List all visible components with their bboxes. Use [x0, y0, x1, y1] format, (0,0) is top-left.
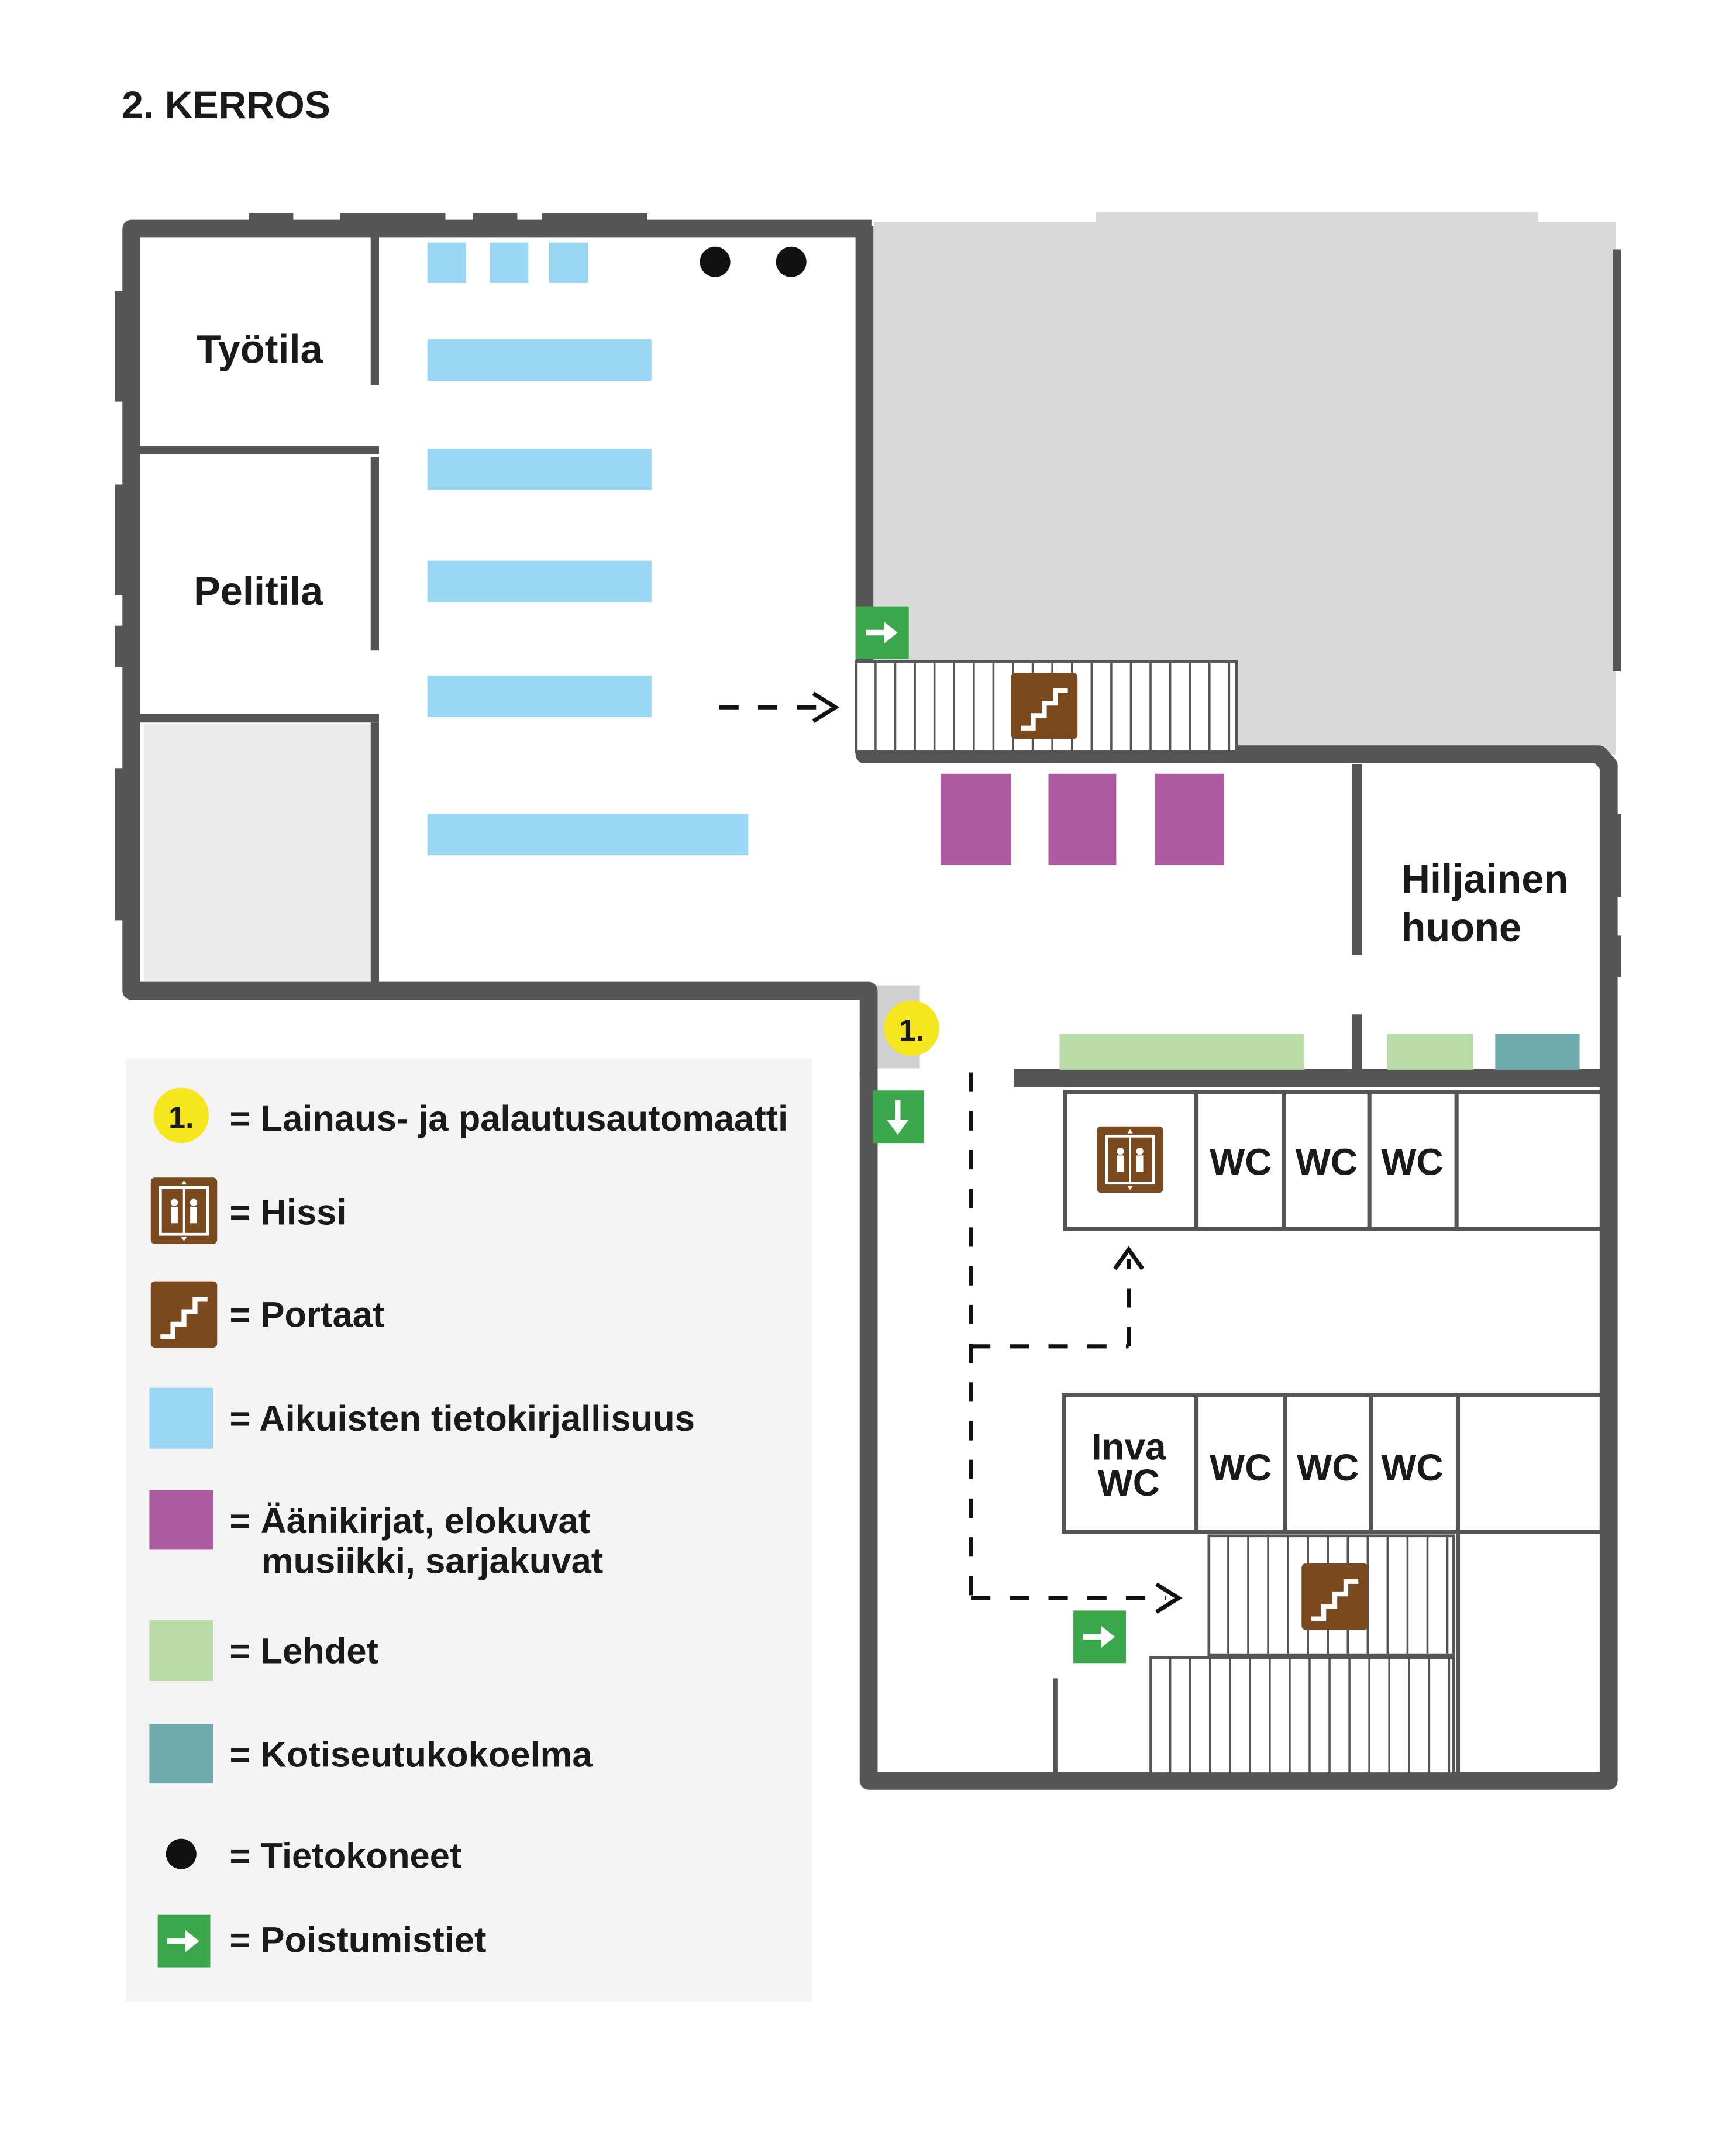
legend-marker-label: 1. — [168, 1101, 194, 1135]
legend-panel — [126, 1058, 812, 2002]
marker-label: 1. — [899, 1014, 924, 1048]
legend-marker — [153, 1087, 209, 1144]
room-pelitila: Pelitila — [194, 569, 323, 614]
route-arrow — [719, 691, 840, 723]
wc-label: WC — [1210, 1446, 1272, 1489]
shelf-local-collection — [1495, 1034, 1580, 1070]
exit-arrow-icon — [873, 1090, 924, 1144]
wc-label: WC — [1210, 1141, 1272, 1183]
wc-label: WC — [1381, 1446, 1443, 1489]
wc-label: WC — [1296, 1141, 1358, 1183]
shelf — [427, 449, 652, 490]
stairs-icon — [1011, 673, 1078, 739]
lower-staircase — [1149, 1534, 1455, 1775]
exit-arrow-icon — [158, 1915, 211, 1968]
floor-title: 2. KERROS — [122, 84, 330, 127]
shelves-adult-nonfiction — [427, 242, 749, 856]
legend-exits: = Poistumistiet — [230, 1920, 487, 1961]
shelf — [427, 814, 749, 856]
legend-swatch-magazines — [149, 1620, 213, 1682]
legend-audiobooks-line2: musiikki, sarjakuvat — [261, 1541, 603, 1582]
shelf — [427, 675, 652, 717]
legend-magazines: = Lehdet — [230, 1631, 378, 1671]
shelf — [490, 242, 529, 283]
route-arrow — [969, 1072, 1183, 1614]
shelf — [549, 242, 588, 283]
elevator-icon — [151, 1177, 218, 1244]
legend-kiosk: = Lainaus- ja palautusautomaatti — [230, 1098, 788, 1139]
room-tyotila: Työtila — [197, 326, 323, 371]
shelves-audiobooks-movies — [941, 773, 1224, 865]
shelf — [941, 773, 1011, 865]
room-hiljainen-line2: huone — [1401, 905, 1522, 950]
shelf — [427, 242, 466, 283]
shelf — [1155, 773, 1224, 865]
exit-arrow-icon — [1073, 1610, 1126, 1663]
inva-wc-line2: WC — [1098, 1462, 1160, 1504]
legend-swatch-audiobooks — [149, 1490, 213, 1550]
wc-block-lower — [1053, 1392, 1604, 1777]
legend: 1. = Lainaus- ja palautusautomaatti = Hi… — [126, 1058, 812, 2002]
roof-strip — [1095, 212, 1538, 226]
legend-stairs: = Portaat — [230, 1295, 385, 1335]
wc-label: WC — [1297, 1446, 1359, 1489]
computer-dot-icon — [166, 1838, 197, 1869]
shelf-magazines — [1387, 1034, 1473, 1070]
legend-adult-nonfiction: = Aikuisten tietokirjallisuus — [230, 1399, 695, 1439]
legend-audiobooks-line1: = Äänikirjat, elokuvat — [230, 1501, 591, 1541]
computer-dot-icon — [700, 246, 731, 277]
shelf — [427, 339, 652, 381]
shelf-magazines — [1059, 1034, 1305, 1070]
wall-ticks — [115, 213, 1621, 977]
shelf — [1048, 773, 1117, 865]
inaccessible-room-southwest — [143, 724, 374, 981]
wc-label: WC — [1381, 1141, 1443, 1183]
legend-local-collection: = Kotiseutukokoelma — [230, 1735, 593, 1775]
shelf — [427, 560, 652, 602]
self-service-kiosk-marker — [884, 1000, 939, 1056]
legend-elevator: = Hissi — [230, 1193, 347, 1233]
room-hiljainen-line1: Hiljainen — [1401, 856, 1569, 901]
stairs-icon — [1301, 1563, 1368, 1630]
legend-swatch-local-collection — [149, 1724, 213, 1784]
elevator-icon — [1097, 1127, 1163, 1193]
partitions-west — [138, 235, 379, 986]
legend-computers: = Tietokoneet — [230, 1835, 462, 1876]
computer-dot-icon — [776, 246, 807, 277]
wc-block-upper — [1063, 1090, 1604, 1395]
legend-swatch-adult-nonfiction — [149, 1387, 213, 1449]
inva-wc-line1: Inva — [1091, 1426, 1166, 1468]
stairs-icon — [151, 1282, 218, 1348]
exit-arrow-icon — [856, 607, 909, 659]
